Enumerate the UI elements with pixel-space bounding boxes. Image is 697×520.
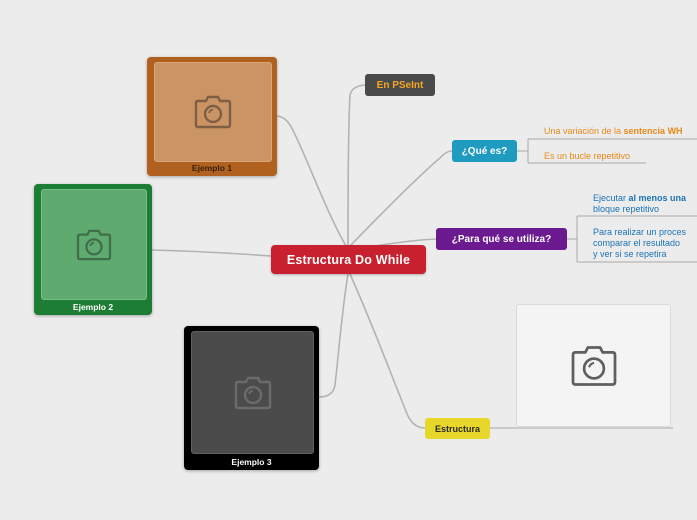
subtopic-realizar-proceso[interactable]: Para realizar un proces comparar el resu… — [593, 227, 686, 260]
example-label-2: Ejemplo 2 — [72, 302, 114, 312]
subtopic-ejecutar-line1: Ejecutar al menos una — [593, 193, 686, 204]
topic-para-que-se-utiliza[interactable]: ¿Para qué se utiliza? — [436, 228, 567, 250]
subtopic-variacion[interactable]: Una variación de la sentencia WH — [544, 126, 683, 137]
subtopic-variacion-bold: sentencia WH — [623, 126, 683, 136]
topic-que-es[interactable]: ¿Qué es? — [452, 140, 517, 162]
link-pseint — [347, 84, 366, 247]
topic-en-pseint[interactable]: En PSeInt — [365, 74, 435, 96]
example-image-1 — [154, 62, 272, 162]
link-ejemplo2 — [151, 249, 272, 257]
camera-icon — [234, 376, 271, 409]
example-label-1: Ejemplo 1 — [191, 163, 233, 173]
link-ejemplo3 — [318, 273, 349, 398]
example-image-2 — [41, 189, 147, 300]
camera-icon — [571, 345, 616, 386]
subtopic-realizar-line1: Para realizar un proces — [593, 227, 687, 237]
subtopic-variacion-text: Una variación de la — [544, 126, 624, 136]
subtopic-bucle-repetitivo[interactable]: Es un bucle repetitivo — [544, 151, 631, 161]
link-ejemplo1 — [276, 115, 347, 247]
subtopic-ejecutar-bold: al menos una — [628, 193, 687, 203]
subtopic-realizar-line3: y ver si se repetira — [593, 249, 667, 259]
example-label-3: Ejemplo 3 — [231, 457, 272, 467]
para-bracket — [567, 215, 697, 263]
topic-estructura[interactable]: Estructura — [425, 418, 490, 439]
example-card-1[interactable]: Ejemplo 1 — [147, 57, 277, 176]
example-card-2[interactable]: Ejemplo 2 — [34, 184, 152, 315]
example-image-3 — [191, 331, 314, 454]
camera-icon — [194, 95, 232, 129]
subtopic-ejecutar[interactable]: Ejecutar al menos una bloque repetitivo — [593, 193, 686, 215]
link-que-es — [349, 150, 453, 247]
central-topic[interactable]: Estructura Do While — [271, 245, 426, 274]
subtopic-ejecutar-line2: bloque repetitivo — [593, 204, 660, 214]
link-estructura — [349, 273, 426, 429]
subtopic-ejecutar-prefix: Ejecutar — [593, 193, 629, 203]
subtopic-realizar-line2: comparar el resultado — [593, 238, 681, 248]
example-card-3[interactable]: Ejemplo 3 — [184, 326, 319, 470]
que-es-bracket — [517, 138, 697, 164]
camera-icon — [76, 229, 112, 260]
estructura-image[interactable] — [516, 304, 671, 427]
